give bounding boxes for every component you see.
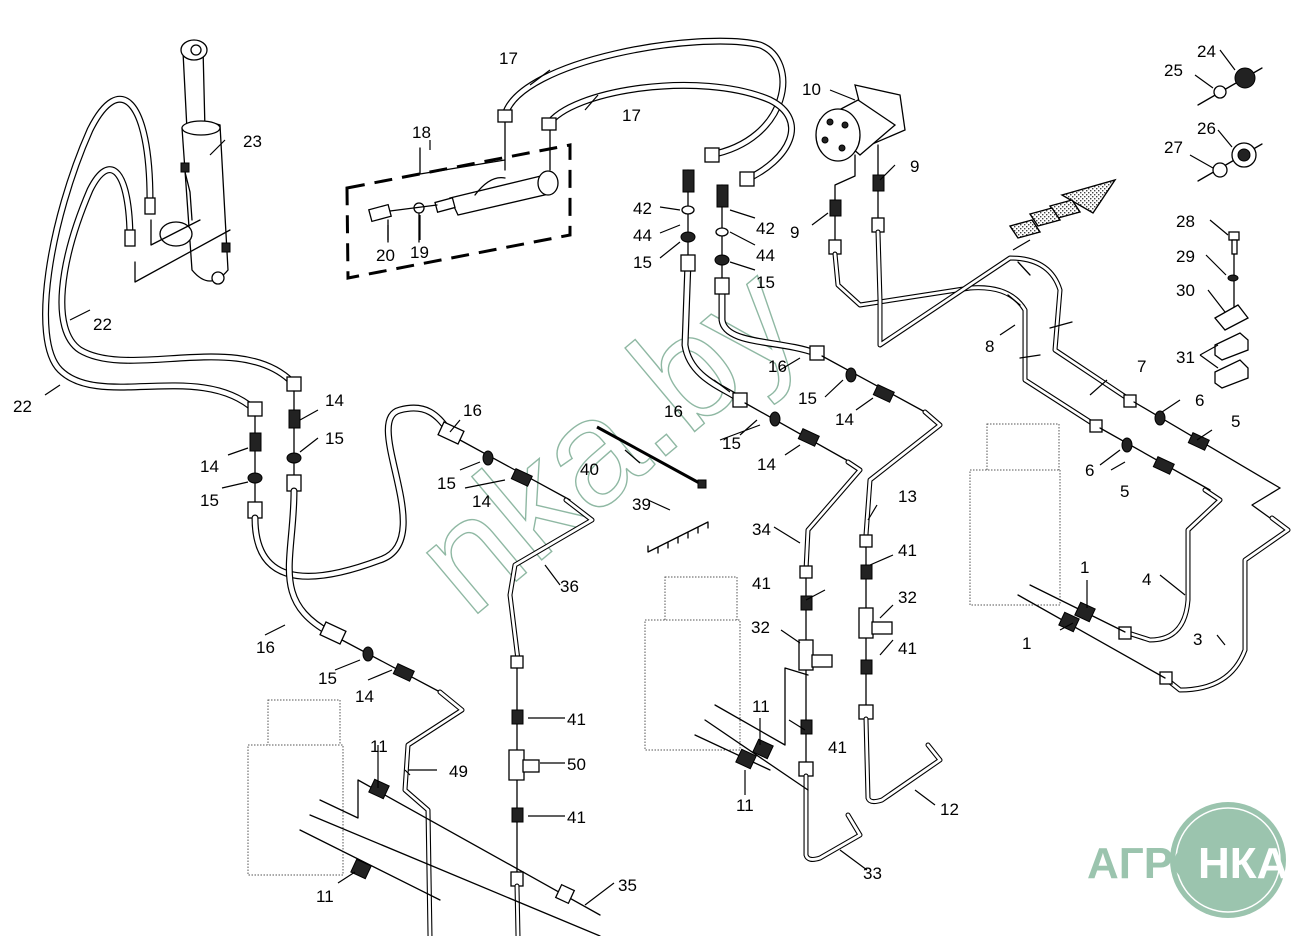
callout-22: 22	[93, 315, 112, 334]
leader-lines	[44, 49, 1236, 906]
callout-16: 16	[256, 638, 275, 657]
pipes-34-13	[798, 409, 943, 862]
callout-15: 15	[722, 434, 741, 453]
callout-36: 36	[560, 577, 579, 596]
callout-28: 28	[1176, 212, 1195, 231]
callout-14: 14	[325, 391, 344, 410]
logo-right-text: НКА	[1198, 839, 1288, 888]
callout-9: 9	[790, 223, 799, 242]
callout-44: 44	[756, 246, 775, 265]
callout-11: 11	[370, 737, 388, 756]
callout-5: 5	[1120, 482, 1129, 501]
callout-10: 10	[802, 80, 821, 99]
pipe-49	[402, 689, 465, 936]
callout-7: 7	[1137, 357, 1146, 376]
callout-1: 1	[1022, 634, 1031, 653]
callout-15: 15	[437, 474, 456, 493]
callout-6: 6	[1085, 461, 1094, 480]
center-hose-fittings	[680, 169, 926, 463]
callout-41: 41	[567, 710, 586, 729]
callout-16: 16	[664, 402, 683, 421]
callout-14: 14	[200, 457, 219, 476]
small-parts-right	[1197, 67, 1263, 389]
callout-41: 41	[752, 574, 771, 593]
callout-41: 41	[898, 541, 917, 560]
callout-27: 27	[1164, 138, 1183, 157]
callout-41: 41	[567, 808, 586, 827]
callout-34: 34	[752, 520, 771, 539]
callout-8: 8	[985, 337, 994, 356]
callout-17: 17	[622, 106, 641, 125]
callout-42: 42	[633, 199, 652, 218]
callout-32: 32	[898, 588, 917, 607]
callout-41: 41	[828, 738, 847, 757]
callout-16: 16	[463, 401, 482, 420]
callout-22: 22	[13, 397, 32, 416]
callout-16: 16	[768, 357, 787, 376]
callout-33: 33	[863, 864, 882, 883]
callout-25: 25	[1164, 61, 1183, 80]
callout-14: 14	[355, 687, 374, 706]
callout-15: 15	[798, 389, 817, 408]
callout-9: 9	[910, 157, 919, 176]
tie-strap-and-clamp	[596, 425, 709, 554]
callout-39: 39	[632, 495, 651, 514]
callout-12: 12	[940, 800, 959, 819]
callout-14: 14	[757, 455, 776, 474]
logo-left-text: АГРО	[1087, 839, 1207, 888]
callout-5: 5	[1231, 412, 1240, 431]
callout-18: 18	[412, 123, 431, 142]
callout-15: 15	[318, 669, 337, 688]
callout-19: 19	[410, 243, 429, 262]
callout-11: 11	[736, 796, 754, 815]
pipe-36	[507, 497, 595, 936]
callout-17: 17	[499, 49, 518, 68]
callout-23: 23	[243, 132, 262, 151]
callout-41: 41	[898, 639, 917, 658]
control-valve-center	[644, 576, 809, 791]
callout-35: 35	[618, 876, 637, 895]
agronka-logo: АГРО НКА	[1087, 802, 1288, 918]
callout-49: 49	[449, 762, 468, 781]
valve-assembly-18	[345, 119, 572, 280]
callout-14: 14	[835, 410, 854, 429]
callout-15: 15	[756, 273, 775, 292]
callout-30: 30	[1176, 281, 1195, 300]
callout-11: 11	[316, 887, 334, 906]
callout-labels: 1 1 3 4 5 5 6 6 7 8 9 9 10 11 11 11 11 1…	[13, 42, 1240, 906]
callout-15: 15	[200, 491, 219, 510]
callout-13: 13	[898, 487, 917, 506]
callout-1: 1	[1080, 558, 1089, 577]
callout-14: 14	[472, 492, 491, 511]
hoses-16-left	[251, 404, 571, 693]
callout-6: 6	[1195, 391, 1204, 410]
control-valve-right	[969, 423, 1166, 679]
hoses-17	[497, 37, 795, 187]
hydraulic-motor	[815, 84, 906, 255]
callout-50: 50	[567, 755, 586, 774]
callout-29: 29	[1176, 247, 1195, 266]
pipes-8-7	[832, 229, 1281, 519]
pipes-4-3	[1118, 487, 1291, 693]
callout-42: 42	[756, 219, 775, 238]
callout-31: 31	[1176, 348, 1195, 367]
callout-44: 44	[633, 226, 652, 245]
logo-circle	[1170, 802, 1286, 918]
callout-32: 32	[751, 618, 770, 637]
callout-3: 3	[1193, 630, 1202, 649]
callout-15: 15	[325, 429, 344, 448]
callout-40: 40	[580, 460, 599, 479]
callout-26: 26	[1197, 119, 1216, 138]
hoses-22	[42, 95, 302, 417]
callout-4: 4	[1142, 570, 1151, 589]
callout-11: 11	[752, 697, 770, 716]
hydraulic-cylinder	[134, 39, 231, 285]
callout-24: 24	[1197, 42, 1216, 61]
control-valve-left	[247, 699, 601, 936]
callout-15: 15	[633, 253, 652, 272]
forward-direction-arrow-icon	[1008, 178, 1117, 239]
callout-20: 20	[376, 246, 395, 265]
